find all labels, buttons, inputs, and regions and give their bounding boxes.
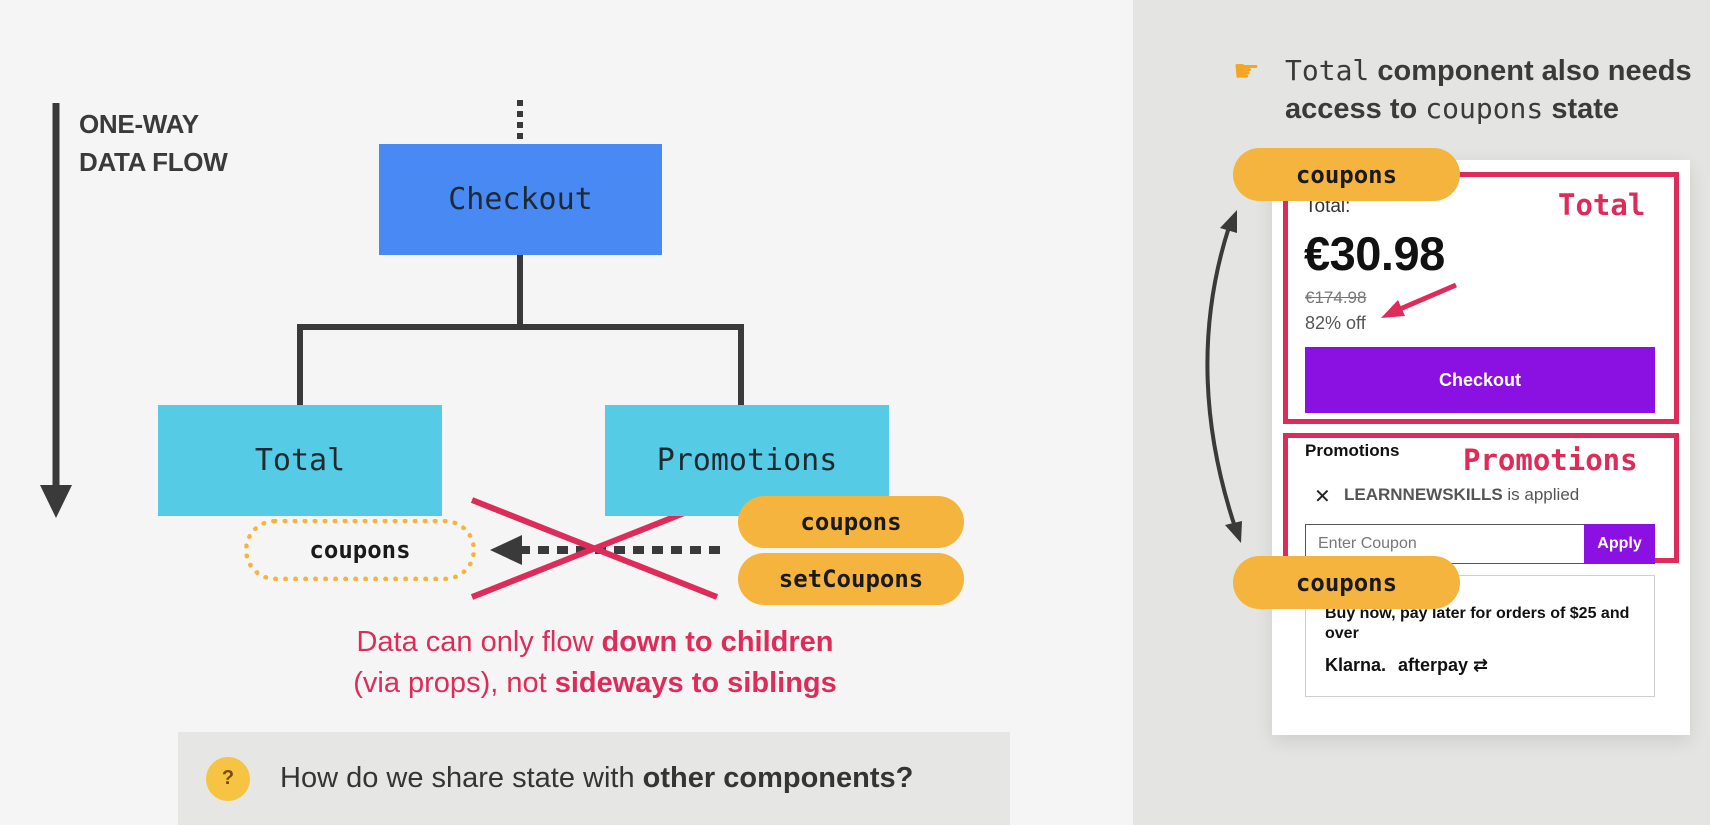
afterpay-logo: afterpay ⇄ bbox=[1398, 655, 1488, 676]
data-flow-arrow-head bbox=[40, 485, 72, 518]
promotions-node-label: Promotions bbox=[656, 443, 838, 478]
total-node-label: Total bbox=[254, 443, 346, 478]
right-panel-arrows bbox=[1205, 210, 1457, 543]
caption-line-2-bold: sideways to siblings bbox=[554, 667, 837, 699]
question-bold: other components? bbox=[642, 762, 914, 794]
flow-label-line-2: DATA FLOW bbox=[79, 147, 228, 177]
coupons-pill-bottom: coupons bbox=[1233, 556, 1460, 609]
coupons-state-pill: coupons bbox=[738, 496, 964, 548]
thinking-face-icon: ? bbox=[206, 756, 250, 801]
discount-arrow-shaft bbox=[1392, 282, 1457, 315]
pointing-hand-icon: ☛ bbox=[1233, 55, 1260, 88]
caption-line-1: Data can only flow down to children bbox=[200, 622, 990, 663]
caption-line-2-prefix: (via props), not bbox=[353, 667, 555, 699]
checkout-node-label: Checkout bbox=[448, 182, 593, 217]
connector-lines bbox=[40, 100, 744, 600]
checkout-button[interactable]: Checkout bbox=[1305, 347, 1655, 413]
flow-label-line-1: ONE-WAY bbox=[79, 109, 199, 139]
afterpay-logo-text: afterpay bbox=[1398, 655, 1469, 675]
coupons-pill-top-label: coupons bbox=[1295, 160, 1398, 189]
klarna-logo: Klarna. bbox=[1325, 655, 1387, 675]
discount-arrow-head bbox=[1381, 300, 1405, 318]
apply-button[interactable]: Apply bbox=[1584, 524, 1655, 564]
sideways-arrow-head bbox=[490, 535, 522, 565]
total-node: Total bbox=[158, 405, 442, 516]
caption-line-1-prefix: Data can only flow bbox=[356, 626, 602, 658]
checkout-node: Checkout bbox=[379, 144, 662, 255]
total-old-price: €174.98 bbox=[1305, 288, 1367, 307]
tree-branches bbox=[297, 324, 744, 405]
bnpl-box bbox=[1305, 575, 1655, 697]
coupons-pill-top: coupons bbox=[1233, 148, 1460, 201]
total-small-label: Total: bbox=[1305, 196, 1351, 217]
applied-suffix: is applied bbox=[1502, 485, 1580, 504]
caption-line-1-bold: down to children bbox=[601, 626, 834, 658]
applied-coupon-code: LEARNNEWSKILLS bbox=[1344, 485, 1503, 504]
note-line-2: access to coupons state bbox=[1285, 90, 1705, 128]
double-headed-curved-arrow bbox=[1205, 226, 1237, 528]
total-frame-label: Total bbox=[1558, 188, 1646, 222]
note-text-1: component also needs bbox=[1369, 55, 1692, 87]
question-box: ? How do we share state with other compo… bbox=[178, 732, 1010, 825]
data-flow-caption: Data can only flow down to children (via… bbox=[200, 622, 990, 704]
total-component-frame bbox=[1283, 172, 1679, 424]
set-coupons-state-pill: setCoupons bbox=[738, 553, 964, 605]
question-prefix: How do we share state with bbox=[280, 762, 643, 794]
remove-coupon-close-icon[interactable]: ✕ bbox=[1314, 486, 1331, 508]
curved-arrow-head-bottom bbox=[1225, 521, 1242, 543]
promotions-title: Promotions bbox=[1305, 441, 1400, 460]
promotions-frame-label: Promotions bbox=[1463, 443, 1638, 477]
coupons-target-dashed: coupons bbox=[244, 519, 476, 581]
coupons-state-label: coupons bbox=[800, 508, 902, 536]
note-code-total: Total bbox=[1285, 54, 1370, 87]
one-way-data-flow-label: ONE-WAY DATA FLOW bbox=[79, 105, 228, 181]
note-text-3: state bbox=[1543, 93, 1620, 125]
curved-arrow-head-top bbox=[1220, 210, 1237, 233]
note-text-2: access to bbox=[1285, 93, 1426, 125]
coupons-pill-bottom-label: coupons bbox=[1295, 568, 1398, 597]
note-line-1: Total component also needs bbox=[1285, 52, 1705, 90]
total-price: €30.98 bbox=[1304, 227, 1445, 280]
promotions-node: Promotions bbox=[605, 405, 889, 516]
question-text: How do we share state with other compone… bbox=[280, 762, 913, 795]
coupon-applied-text: LEARNNEWSKILLS is applied bbox=[1344, 485, 1579, 505]
checkout-card bbox=[1272, 160, 1690, 735]
panel-note: Total component also needs access to cou… bbox=[1285, 52, 1705, 128]
note-code-coupons: coupons bbox=[1425, 92, 1544, 125]
set-coupons-state-label: setCoupons bbox=[778, 565, 924, 593]
cross-line-2 bbox=[470, 497, 719, 600]
afterpay-icon: ⇄ bbox=[1473, 655, 1489, 675]
coupons-target-label: coupons bbox=[309, 536, 411, 564]
caption-line-2: (via props), not sideways to siblings bbox=[200, 663, 990, 704]
total-discount: 82% off bbox=[1305, 313, 1366, 333]
bnpl-text: Buy now, pay later for orders of $25 and… bbox=[1325, 605, 1630, 642]
